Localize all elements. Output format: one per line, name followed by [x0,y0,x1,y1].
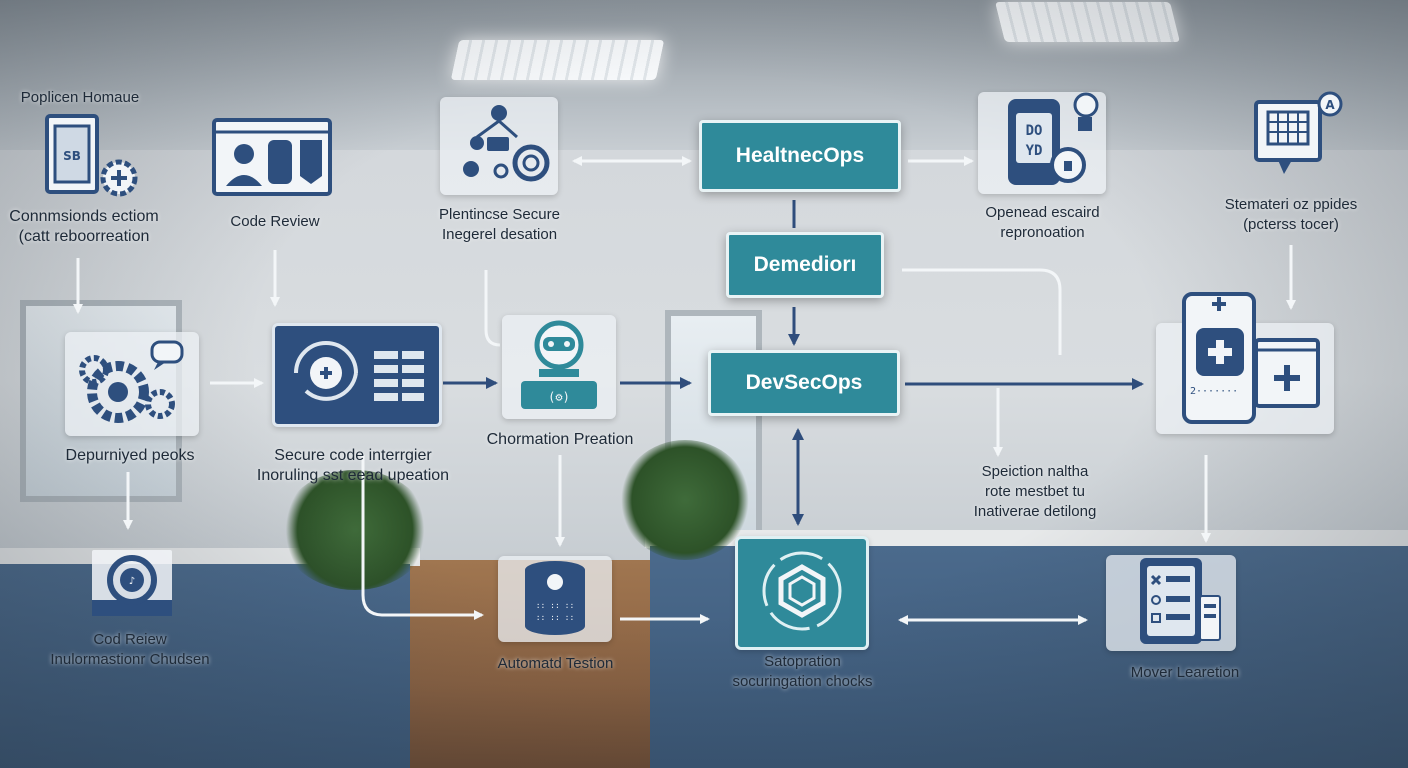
refresh-code-icon: ♪ [88,546,176,625]
arrow [902,268,1062,355]
svg-text:♪: ♪ [129,576,135,587]
automatd-label: Automatd Testion [497,655,614,672]
svg-text:SB: SB [63,149,81,163]
document-gear-icon: SB [41,110,141,205]
demedior-node[interactable]: Demediorı [726,232,884,298]
cycle-medical-tile[interactable] [272,323,442,427]
phone-lock-icon: DO YD [982,91,1102,196]
checklist-device-icon [1116,556,1226,651]
gears-chat-icon [72,334,192,435]
gears-chat-tile[interactable] [65,332,199,436]
mover-label: Mover Learetion [1130,664,1240,681]
chormation-label: Chormation Preation [486,431,634,448]
monitor-grid-tile[interactable]: A [1252,90,1348,191]
depuriyed-label: Depurniyed peoks [65,447,195,464]
database-icon: :: :: :: :: :: :: [515,558,595,641]
svg-text::: :: ::: :: :: :: [536,601,575,610]
plant [280,470,430,590]
medical-devices-icon: 2······· [1156,292,1334,435]
robot-tile[interactable]: (⚙) [502,315,616,419]
browser-user-database-icon [212,117,332,201]
reception-counter [0,564,410,768]
refresh-code-tile[interactable]: ♪ [88,548,176,622]
document-gear-tile[interactable]: SB [38,112,144,202]
database-tile[interactable]: :: :: :: :: :: :: [498,556,612,642]
checklist-device-tile[interactable] [1106,555,1236,651]
commissions-label: Connmsionds ectiom(catt reboorreation [9,208,159,245]
cycle-medical-list-icon [282,331,432,420]
svg-text:DO: DO [1026,123,1043,139]
svg-text:(⚙): (⚙) [548,390,570,404]
monitor-grid-icon: A [1252,90,1348,191]
svg-text:2·······: 2······· [1190,386,1238,397]
svg-text:A: A [1325,98,1335,112]
devsecops-node[interactable]: DevSecOps [708,350,900,416]
code-review-label: Code Review [230,213,320,230]
plant [620,440,750,560]
svg-text::: :: ::: :: :: :: [536,613,575,622]
arrow [484,270,501,347]
stemateri-label: Stemateri oz ppides(pcterss tocer) [1224,196,1358,233]
browser-tile[interactable] [212,117,332,201]
poplicen-label: Poplicen Homaue [20,89,140,106]
medical-devices-tile[interactable]: 2······· [1156,292,1334,435]
people-network-gear-icon [447,101,551,192]
cycle-hexagon-tile[interactable] [735,536,869,650]
people-network-tile[interactable] [440,97,558,195]
svg-text:YD: YD [1026,143,1043,159]
robot-icon: (⚙) [509,317,609,418]
arrow [361,455,484,620]
cycle-hexagon-icon [752,543,852,644]
phone-lock-tile[interactable]: DO YD [978,92,1106,194]
healtnec-ops-node[interactable]: HealtnecOps [699,120,901,192]
